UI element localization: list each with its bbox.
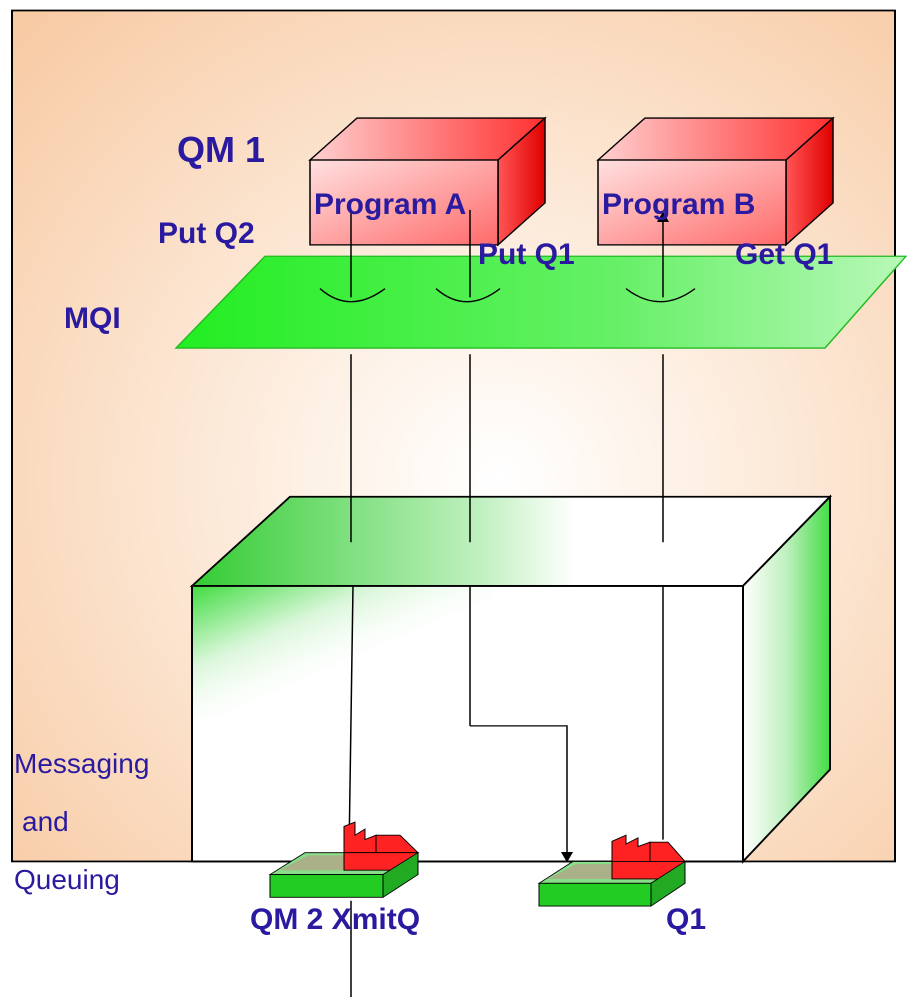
mqi-label: MQI [64,301,121,335]
messaging-label: Messaging [14,747,150,779]
and-label: and [22,806,69,838]
put-q1-label: Put Q1 [478,237,575,271]
xmitq-queue-icon [268,821,420,899]
get-q1-label: Get Q1 [735,237,834,271]
program-a-label: Program A [314,188,467,222]
qm1-label: QM 1 [177,129,266,171]
queuing-label: Queuing [14,864,120,896]
q1-label: Q1 [666,902,707,936]
flow-lines [319,209,696,997]
xmitq-label: QM 2 XmitQ [250,902,421,936]
mqi-plane [174,255,907,349]
program-b-label: Program B [602,188,756,222]
q1-queue-icon [537,834,687,907]
messaging-box [189,494,833,864]
put-q2-label: Put Q2 [158,216,255,250]
program-b-box [596,116,835,247]
program-a-box [308,116,547,247]
